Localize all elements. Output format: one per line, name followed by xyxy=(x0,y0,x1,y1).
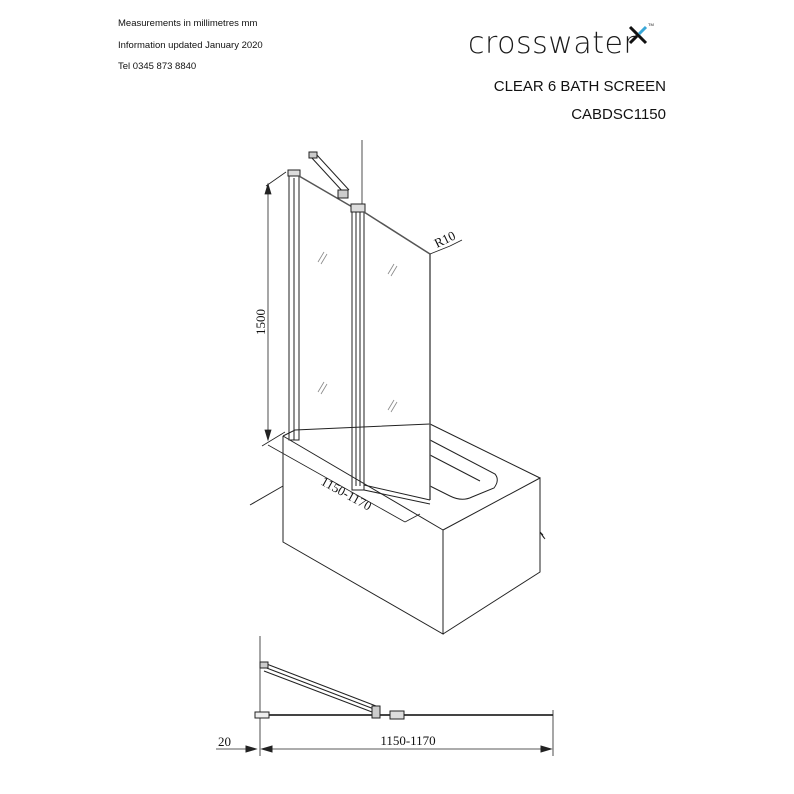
bath-outline xyxy=(249,423,546,635)
brand-x-mark-icon: TM xyxy=(628,22,654,45)
info-updated: Information updated January 2020 xyxy=(118,40,263,51)
brand-name: crosswater xyxy=(468,26,637,61)
hinge-post xyxy=(350,203,366,491)
plan-width-dimension-label: 1150-1170 xyxy=(380,733,435,748)
brand-logo: crosswater xyxy=(468,26,636,61)
trademark-mark: TM xyxy=(648,22,654,27)
isometric-view xyxy=(249,140,546,635)
radius-label: R10 xyxy=(432,228,458,251)
glass-panel xyxy=(363,211,431,505)
support-arm xyxy=(308,151,350,199)
info-measurements: Measurements in millimetres mm xyxy=(118,18,258,29)
height-dimension-label: 1500 xyxy=(253,309,268,335)
height-dimension xyxy=(261,171,287,447)
plan-offset-dimension-label: 20 xyxy=(218,734,231,749)
info-telephone: Tel 0345 873 8840 xyxy=(118,61,197,72)
glass-reflection-marks xyxy=(317,251,398,413)
product-code: CABDSC1150 xyxy=(571,106,666,123)
width-dimension xyxy=(267,444,421,523)
product-name: CLEAR 6 BATH SCREEN xyxy=(493,78,666,95)
iso-width-dimension-label: 1150-1170 xyxy=(319,474,375,514)
wall-profile xyxy=(287,169,301,441)
plan-view xyxy=(216,636,554,756)
